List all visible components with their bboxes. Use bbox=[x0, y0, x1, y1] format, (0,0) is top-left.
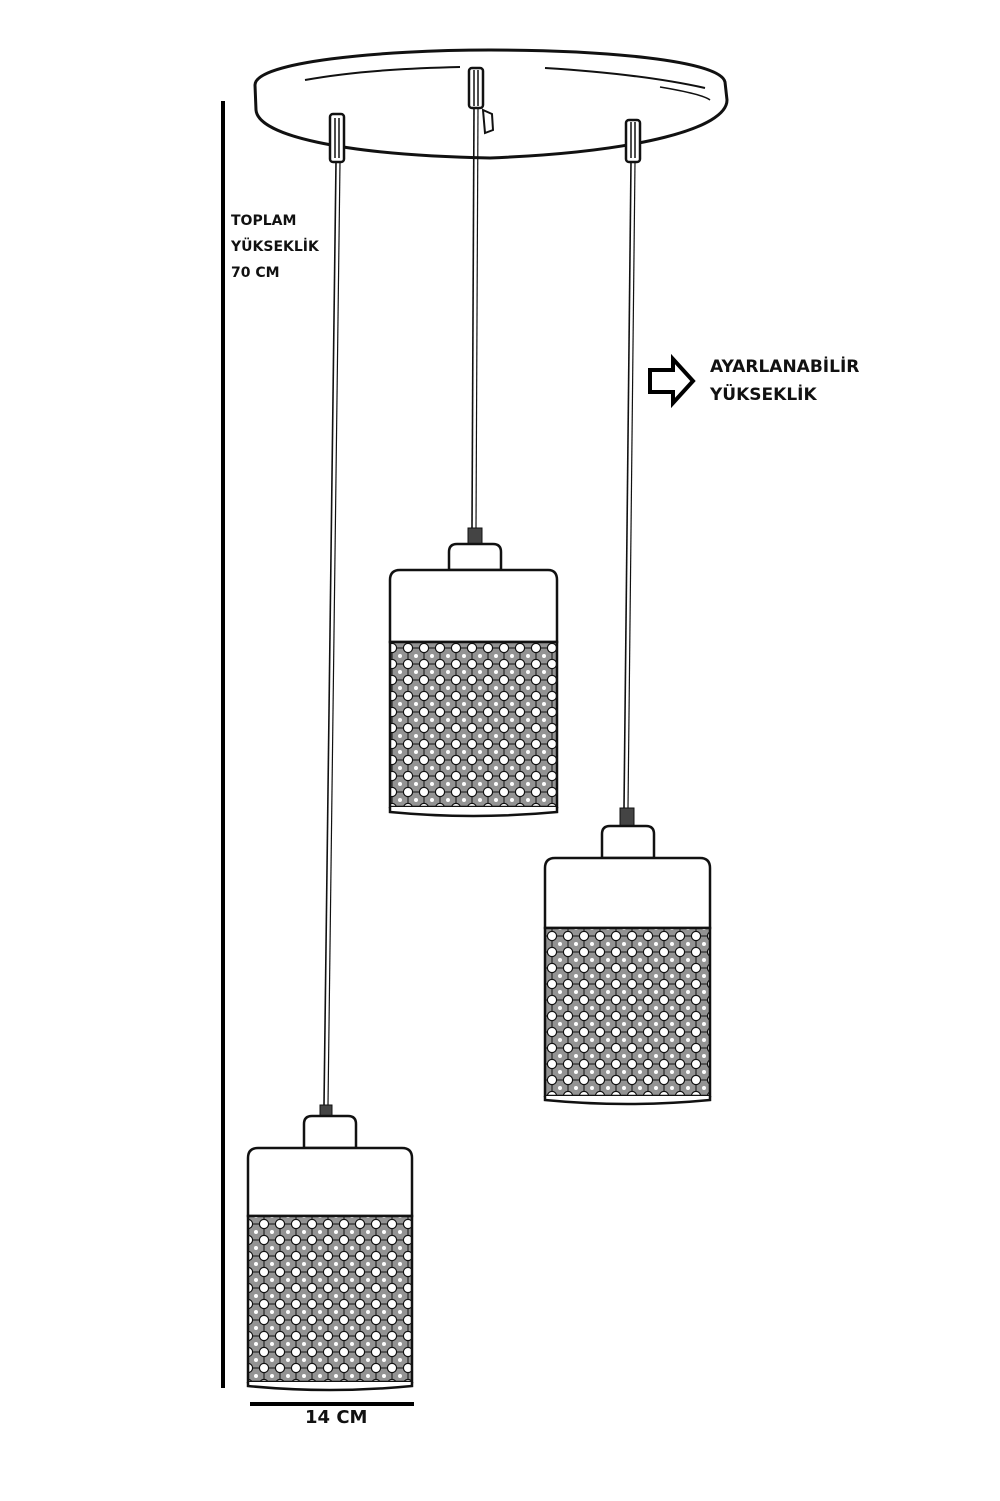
pendant-left bbox=[246, 1104, 414, 1392]
cable-clamp-right bbox=[624, 118, 642, 164]
right-arrow-outline-icon bbox=[648, 353, 696, 409]
cable-clamp-middle bbox=[467, 66, 495, 135]
cable-right bbox=[623, 161, 636, 809]
total-height-label: TOPLAM YÜKSEKLİK 70 CM bbox=[231, 208, 319, 286]
adjustable-line2: YÜKSEKLİK bbox=[710, 385, 817, 405]
cable-middle bbox=[471, 107, 479, 529]
pendant-middle bbox=[388, 527, 559, 818]
width-dimension-line bbox=[250, 1402, 414, 1406]
total-height-line1: TOPLAM bbox=[231, 213, 297, 229]
total-height-value: 70 CM bbox=[231, 265, 280, 281]
total-height-line2: YÜKSEKLİK bbox=[231, 239, 319, 255]
adjustable-line1: AYARLANABİLİR bbox=[710, 357, 860, 377]
adjustable-height-label: AYARLANABİLİR YÜKSEKLİK bbox=[710, 353, 859, 409]
ceiling-canopy bbox=[253, 48, 729, 160]
total-height-dimension-line bbox=[221, 101, 225, 1388]
pendant-right bbox=[543, 807, 712, 1106]
cable-left bbox=[323, 161, 341, 1106]
cable-clamp-left bbox=[328, 112, 346, 164]
width-label: 14 CM bbox=[305, 1407, 368, 1428]
